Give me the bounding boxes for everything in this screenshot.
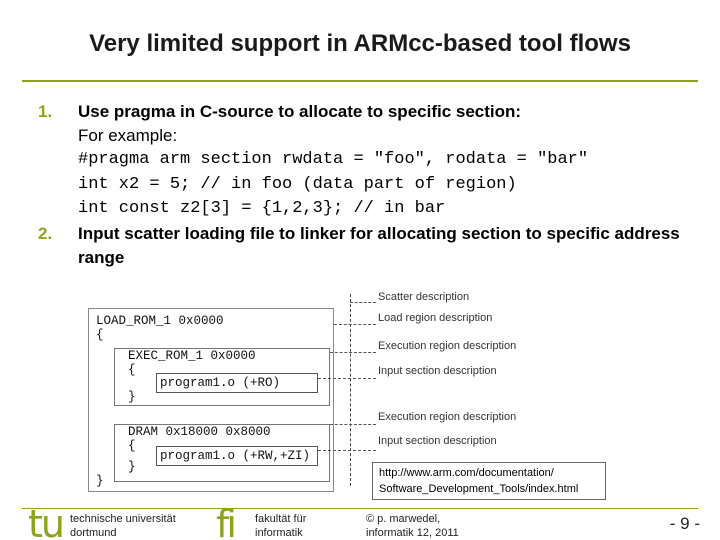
footer-text: informatik: [255, 527, 303, 539]
code-line: #pragma arm section rwdata = "foo", roda…: [78, 150, 589, 169]
item-text: Use pragma in C-source to allocate to sp…: [78, 102, 522, 121]
link-line: Software_Development_Tools/index.html: [379, 483, 579, 495]
footer-text: © p. marwedel,: [366, 513, 441, 525]
close-brace: }: [128, 390, 136, 404]
annotation: Input section description: [378, 365, 497, 377]
code-line: int x2 = 5; // in foo (data part of regi…: [78, 174, 517, 194]
program-ro-label: program1.o (+RO): [160, 376, 281, 390]
open-brace: {: [128, 439, 136, 453]
dram-label: DRAM 0x18000 0x8000: [128, 425, 271, 439]
title-divider: [22, 80, 698, 82]
load-rom-label: LOAD_ROM_1 0x0000: [96, 314, 224, 328]
leader-line: [318, 450, 376, 451]
input-section-box: [156, 446, 318, 466]
input-section-box: [156, 373, 318, 393]
annotation: Execution region description: [378, 411, 517, 423]
item-number: 1.: [38, 102, 53, 121]
scatter-diagram: LOAD_ROM_1 0x0000 { EXEC_ROM_1 0x0000 { …: [88, 290, 528, 500]
footer-divider: [22, 508, 698, 509]
leader-line: [330, 352, 376, 353]
footer-text: technische universität: [70, 513, 176, 525]
footer-text: dortmund: [70, 527, 117, 539]
leader-line: [350, 302, 376, 303]
close-brace: }: [128, 460, 136, 474]
annotation: Scatter description: [378, 291, 470, 303]
page-number: - 9 -: [669, 514, 700, 533]
annotation: Execution region description: [378, 340, 517, 352]
annotation: Load region description: [378, 312, 493, 324]
item-text: Input scatter loading file to linker for…: [78, 223, 680, 267]
fi-logo: fi: [216, 502, 237, 540]
faculty-name: fakultät für informatik: [255, 512, 306, 540]
reference-link-box[interactable]: http://www.arm.com/documentation/ Softwa…: [372, 462, 606, 500]
open-brace: {: [96, 328, 104, 342]
program-rw-label: program1.o (+RW,+ZI): [160, 449, 311, 463]
bullet-list: 1. Use pragma in C-source to allocate to…: [36, 100, 716, 270]
code-line: int const z2[3] = {1,2,3}; // in bar: [78, 199, 446, 218]
footer-text: informatik 12, 2011: [366, 527, 459, 539]
exec-rom-label: EXEC_ROM_1 0x0000: [128, 349, 256, 363]
university-name: technische universität dortmund: [70, 512, 176, 540]
author-credit: © p. marwedel, informatik 12, 2011: [366, 512, 459, 540]
slide-title: Very limited support in ARMcc-based tool…: [89, 30, 631, 57]
list-item: 1. Use pragma in C-source to allocate to…: [36, 100, 716, 222]
item-number: 2.: [38, 223, 53, 243]
leader-line: [318, 378, 376, 379]
open-brace: {: [128, 363, 136, 377]
scatter-bracket-line: [350, 294, 351, 486]
tu-logo: tu: [28, 502, 65, 540]
close-brace: }: [96, 474, 104, 488]
link-line: http://www.arm.com/documentation/: [379, 467, 554, 479]
item-subtext: For example:: [78, 126, 178, 145]
leader-line: [334, 324, 376, 325]
list-item: 2. Input scatter loading file to linker …: [36, 222, 716, 270]
footer-text: fakultät für: [255, 513, 307, 525]
leader-line: [330, 424, 376, 425]
annotation: Input section description: [378, 435, 497, 447]
